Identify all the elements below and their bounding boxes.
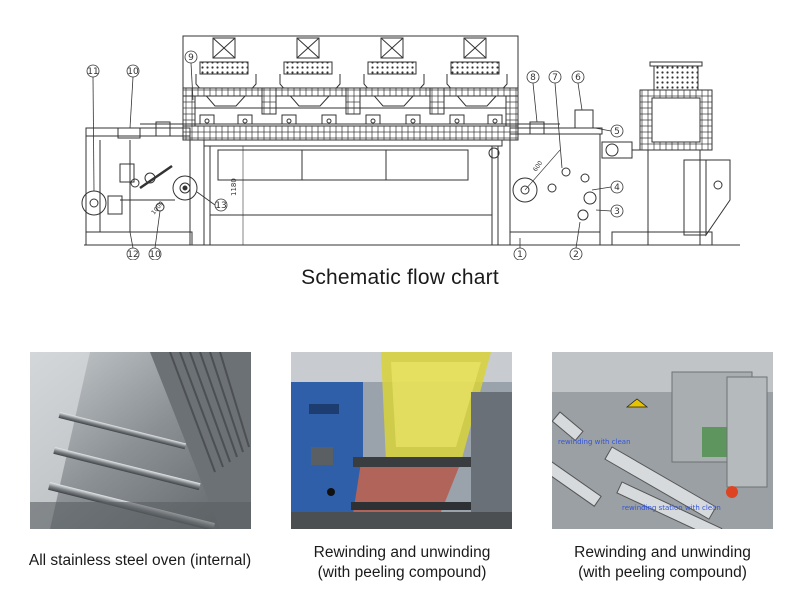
svg-text:10: 10 — [149, 250, 161, 260]
caption-line: (with peeling compound) — [317, 564, 487, 581]
schematic-caption: Schematic flow chart — [301, 266, 499, 289]
callout-3: 3 — [595, 204, 624, 218]
callout-1: 1 — [513, 238, 527, 260]
caption-line: All stainless steel oven (internal) — [28, 552, 252, 569]
rewinding-photo-1 — [291, 352, 512, 529]
rewinding-photo-2: rewinding with clean rewinding station w… — [552, 352, 773, 529]
svg-text:7: 7 — [552, 73, 558, 83]
caption-line: Rewinding and unwinding — [574, 544, 751, 561]
callout-8: 8 — [526, 70, 540, 123]
svg-text:5: 5 — [614, 127, 620, 137]
photo-caption-rewinding-1: Rewinding and unwinding (with peeling co… — [272, 543, 532, 583]
photo-caption-rewinding-2: Rewinding and unwinding (with peeling co… — [530, 543, 795, 583]
fan-units — [195, 37, 508, 107]
svg-text:12: 12 — [127, 250, 138, 260]
dimension-1180: 1180 — [230, 178, 238, 196]
dimension-1000: 1000 — [150, 200, 165, 216]
callout-9: 9 — [184, 50, 198, 101]
callout-10-top: 10 — [126, 64, 140, 129]
svg-text:13: 13 — [215, 201, 226, 211]
svg-text:10: 10 — [127, 67, 139, 77]
svg-text:3: 3 — [614, 207, 620, 217]
svg-text:11: 11 — [87, 67, 98, 77]
svg-text:6: 6 — [575, 73, 581, 83]
svg-text:4: 4 — [614, 183, 620, 193]
svg-text:1: 1 — [517, 250, 523, 260]
callout-7: 7 — [548, 70, 563, 169]
callout-13: 13 — [196, 191, 228, 212]
svg-text:2: 2 — [573, 250, 579, 260]
schematic-flow-diagram: 1180 1000 600 — [81, 35, 740, 260]
callout-6: 6 — [571, 70, 585, 111]
callout-2: 2 — [569, 221, 583, 260]
oven-interior-photo — [30, 352, 251, 529]
caption-line: (with peeling compound) — [578, 564, 747, 581]
svg-text:8: 8 — [530, 73, 536, 83]
callout-11: 11 — [86, 64, 100, 192]
callout-5: 5 — [594, 124, 624, 138]
photo-caption-oven: All stainless steel oven (internal) — [0, 551, 280, 571]
callout-10-bottom: 10 — [148, 210, 162, 260]
dimension-600: 600 — [532, 160, 544, 174]
photo-watermark-bottom: rewinding station with clean — [622, 504, 721, 512]
callout-12: 12 — [126, 231, 140, 260]
caption-line: Rewinding and unwinding — [313, 544, 491, 561]
callout-4: 4 — [591, 180, 624, 194]
svg-text:9: 9 — [188, 53, 194, 63]
photo-watermark-top: rewinding with clean — [558, 438, 631, 446]
